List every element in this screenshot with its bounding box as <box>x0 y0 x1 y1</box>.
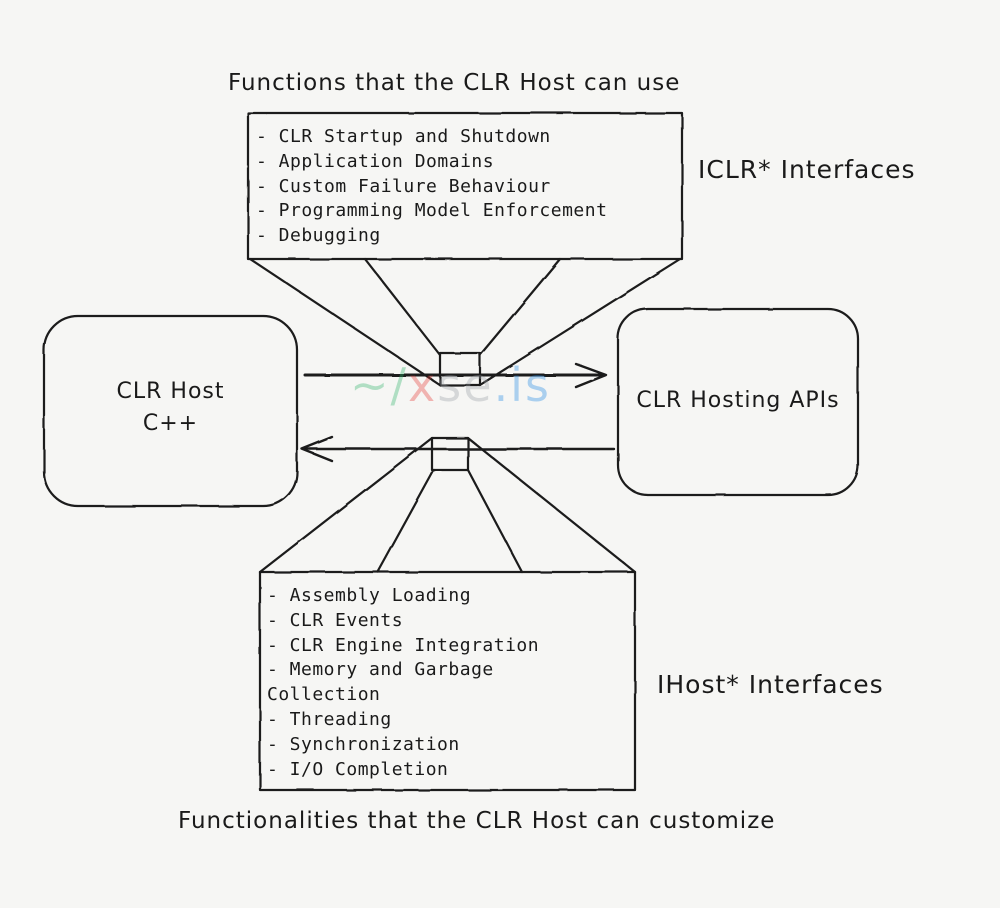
list-item: - Custom Failure Behaviour <box>256 175 551 197</box>
clr-host-title: CLR Host <box>116 379 225 404</box>
clr-host-language: C++ <box>142 411 199 436</box>
caption-top: Functions that the CLR Host can use <box>228 70 681 96</box>
iclr-funnel-lines <box>248 257 682 387</box>
watermark-logo: ~/xse.is <box>350 358 551 412</box>
list-item: - Threading <box>267 708 392 730</box>
arrow-apis-to-host <box>300 435 616 463</box>
list-item: Collection <box>267 684 381 706</box>
iclr-functions-list: - CLR Startup and Shutdown - Application… <box>256 125 607 249</box>
list-item: - Synchronization <box>267 733 460 755</box>
list-item: - Memory and Garbage <box>267 659 494 681</box>
ihost-connector-square <box>430 436 470 472</box>
clr-hosting-apis-label: CLR Hosting APIs <box>636 388 840 413</box>
list-item: - Debugging <box>256 225 381 247</box>
list-item: - Programming Model Enforcement <box>256 200 608 222</box>
list-item: - CLR Startup and Shutdown <box>256 126 551 147</box>
iclr-connector-square <box>438 351 482 387</box>
list-item: - I/O Completion <box>267 758 449 780</box>
iclr-interfaces-label: ICLR* Interfaces <box>698 155 916 184</box>
caption-bottom: Functionalities that the CLR Host can cu… <box>178 808 776 834</box>
ihost-interfaces-label: IHost* Interfaces <box>657 670 884 699</box>
list-item: - CLR Engine Integration <box>267 634 540 656</box>
arrow-host-to-apis <box>303 362 608 389</box>
ihost-functions-box <box>258 570 637 792</box>
ihost-funnel-lines <box>258 436 637 574</box>
clr-host-label: CLR Host C++ <box>44 376 297 440</box>
clr-host-box <box>42 314 299 508</box>
clr-hosting-apis-box <box>616 307 860 497</box>
ihost-functions-list: - Assembly Loading - CLR Events - CLR En… <box>267 584 539 782</box>
list-item: - CLR Events <box>267 609 404 631</box>
list-item: - Assembly Loading <box>267 585 472 606</box>
iclr-functions-box <box>246 111 684 261</box>
list-item: - Application Domains <box>256 150 495 172</box>
